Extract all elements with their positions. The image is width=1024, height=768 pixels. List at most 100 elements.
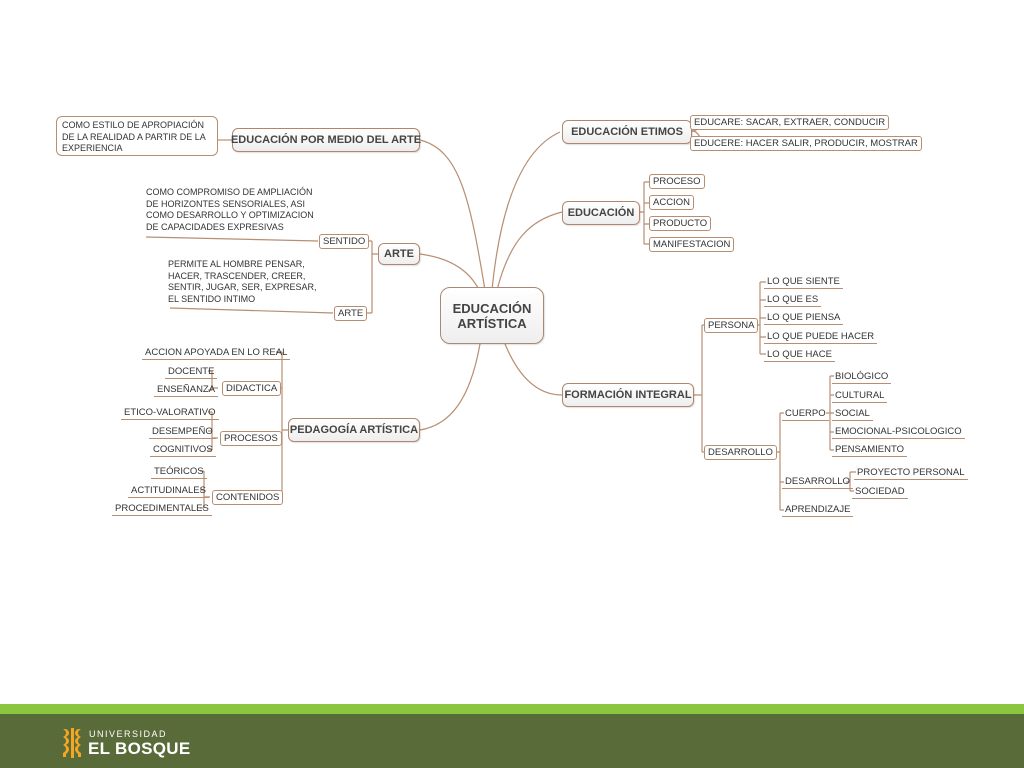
didactica-item-text: DOCENTE bbox=[168, 366, 215, 377]
educacion-item-text: ACCION bbox=[653, 197, 690, 208]
arte-sub-node[interactable]: ARTE bbox=[334, 306, 368, 321]
persona-item-text: LO QUE HACE bbox=[767, 349, 832, 360]
procesos-item[interactable]: DESEMPEÑO bbox=[149, 425, 216, 439]
sentido-note-text: COMO COMPROMISO DE AMPLIACIÓN DE HORIZON… bbox=[146, 187, 314, 232]
cuerpo-item[interactable]: SOCIAL bbox=[832, 407, 873, 421]
medio-arte-node[interactable]: EDUCACIÓN POR MEDIO DEL ARTE bbox=[230, 128, 422, 152]
persona-item[interactable]: LO QUE PUEDE HACER bbox=[764, 330, 878, 344]
cuerpo-item[interactable]: EMOCIONAL-PSICOLOGICO bbox=[832, 425, 965, 439]
educacion-item[interactable]: PRODUCTO bbox=[649, 216, 712, 231]
procesos-item-text: ETICO-VALORATIVO bbox=[124, 407, 216, 418]
procesos-item[interactable]: ETICO-VALORATIVO bbox=[121, 406, 219, 420]
cuerpo-item[interactable]: CULTURAL bbox=[832, 389, 888, 403]
accion-real-item[interactable]: ACCION APOYADA EN LO REAL bbox=[142, 346, 291, 360]
educacion-item[interactable]: MANIFESTACION bbox=[649, 237, 735, 252]
cuerpo-item-text: BIOLÓGICO bbox=[835, 371, 889, 382]
contenidos-item-text: ACTITUDINALES bbox=[131, 485, 206, 496]
contenidos-item[interactable]: TEÓRICOS bbox=[151, 465, 207, 479]
cuerpo-label: CUERPO bbox=[785, 408, 826, 419]
persona-item[interactable]: LO QUE ES bbox=[764, 293, 822, 307]
educacion-item-text: PRODUCTO bbox=[653, 218, 708, 229]
contenidos-item-text: PROCEDIMENTALES bbox=[115, 503, 209, 514]
contenidos-item[interactable]: PROCEDIMENTALES bbox=[112, 502, 212, 516]
persona-item-text: LO QUE PIENSA bbox=[767, 312, 841, 323]
persona-item[interactable]: LO QUE PIENSA bbox=[764, 311, 844, 325]
arte-sub-label: ARTE bbox=[338, 308, 364, 319]
procesos-item-text: DESEMPEÑO bbox=[152, 426, 213, 437]
procesos-node[interactable]: PROCESOS bbox=[220, 431, 282, 446]
procesos-item-text: COGNITIVOS bbox=[153, 444, 213, 455]
etimos-item[interactable]: EDUCARE: SACAR, EXTRAER, CONDUCIR bbox=[690, 115, 890, 130]
sentido-note: COMO COMPROMISO DE AMPLIACIÓN DE HORIZON… bbox=[146, 187, 316, 233]
formacion-label: FORMACIÓN INTEGRAL bbox=[564, 389, 692, 401]
desarrollo-sub-item-text: PROYECTO PERSONAL bbox=[857, 467, 965, 478]
desarrollo-sub-node[interactable]: DESARROLLO bbox=[782, 475, 853, 489]
medio-arte-note: COMO ESTILO DE APROPIACIÓN DE LA REALIDA… bbox=[56, 116, 218, 156]
educacion-item-text: PROCESO bbox=[653, 176, 701, 187]
etimos-item-text: EDUCARE: SACAR, EXTRAER, CONDUCIR bbox=[694, 117, 886, 128]
contenidos-node[interactable]: CONTENIDOS bbox=[212, 490, 284, 505]
logo-name-text: EL BOSQUE bbox=[88, 739, 191, 758]
formacion-node[interactable]: FORMACIÓN INTEGRAL bbox=[562, 383, 694, 407]
cuerpo-node[interactable]: CUERPO bbox=[782, 407, 829, 421]
sentido-node[interactable]: SENTIDO bbox=[319, 234, 370, 249]
persona-item-text: LO QUE ES bbox=[767, 294, 819, 305]
persona-item-text: LO QUE PUEDE HACER bbox=[767, 331, 875, 342]
etimos-label: EDUCACIÓN ETIMOS bbox=[571, 126, 683, 138]
desarrollo-sub-item[interactable]: SOCIEDAD bbox=[852, 485, 908, 499]
desarrollo-label: DESARROLLO bbox=[708, 447, 773, 458]
aprendizaje-label: APRENDIZAJE bbox=[785, 504, 851, 515]
cuerpo-item-text: EMOCIONAL-PSICOLOGICO bbox=[835, 426, 962, 437]
contenidos-item[interactable]: ACTITUDINALES bbox=[128, 484, 209, 498]
contenidos-item-text: TEÓRICOS bbox=[154, 466, 204, 477]
footer-accent-band bbox=[0, 704, 1024, 714]
desarrollo-node[interactable]: DESARROLLO bbox=[704, 445, 777, 460]
arte-label: ARTE bbox=[384, 248, 414, 260]
cuerpo-item[interactable]: PENSAMIENTO bbox=[832, 443, 907, 457]
didactica-item[interactable]: ENSEÑANZA bbox=[154, 383, 219, 397]
didactica-node[interactable]: DIDACTICA bbox=[222, 381, 282, 396]
didactica-item[interactable]: DOCENTE bbox=[165, 365, 218, 379]
didactica-label: DIDACTICA bbox=[226, 383, 278, 394]
didactica-item-text: ENSEÑANZA bbox=[157, 384, 216, 395]
persona-node[interactable]: PERSONA bbox=[704, 318, 759, 333]
educacion-item[interactable]: ACCION bbox=[649, 195, 694, 210]
etimos-item[interactable]: EDUCERE: HACER SALIR, PRODUCIR, MOSTRAR bbox=[690, 136, 922, 151]
etimos-node[interactable]: EDUCACIÓN ETIMOS bbox=[562, 120, 692, 144]
educacion-label: EDUCACIÓN bbox=[567, 207, 635, 219]
desarrollo-sub-label: DESARROLLO bbox=[785, 476, 850, 487]
procesos-label: PROCESOS bbox=[224, 433, 278, 444]
persona-item[interactable]: LO QUE SIENTE bbox=[764, 275, 843, 289]
cuerpo-item-text: PENSAMIENTO bbox=[835, 444, 904, 455]
contenidos-label: CONTENIDOS bbox=[216, 492, 280, 503]
persona-label: PERSONA bbox=[708, 320, 755, 331]
medio-arte-label: EDUCACIÓN POR MEDIO DEL ARTE bbox=[230, 134, 422, 146]
cuerpo-item-text: SOCIAL bbox=[835, 408, 870, 419]
educacion-item-text: MANIFESTACION bbox=[653, 239, 731, 250]
center-label: EDUCACIÓN ARTÍSTICA bbox=[452, 300, 532, 331]
arte-node[interactable]: ARTE bbox=[378, 243, 420, 265]
logo-university-text: UNIVERSIDAD bbox=[89, 729, 168, 739]
pedagogia-label: PEDAGOGÍA ARTÍSTICA bbox=[289, 424, 419, 436]
sentido-label: SENTIDO bbox=[323, 236, 366, 247]
persona-item-text: LO QUE SIENTE bbox=[767, 276, 840, 287]
procesos-item[interactable]: COGNITIVOS bbox=[150, 443, 216, 457]
accion-real-text: ACCION APOYADA EN LO REAL bbox=[145, 347, 288, 358]
center-node[interactable]: EDUCACIÓN ARTÍSTICA bbox=[440, 287, 544, 344]
university-logo-icon bbox=[63, 728, 81, 758]
desarrollo-sub-item-text: SOCIEDAD bbox=[855, 486, 905, 497]
medio-arte-note-text: COMO ESTILO DE APROPIACIÓN DE LA REALIDA… bbox=[62, 120, 206, 153]
footer-band bbox=[0, 714, 1024, 768]
cuerpo-item-text: CULTURAL bbox=[835, 390, 885, 401]
educacion-item[interactable]: PROCESO bbox=[649, 174, 705, 189]
arte-sub-note-text: PERMITE AL HOMBRE PENSAR, HACER, TRASCEN… bbox=[168, 259, 317, 304]
educacion-node[interactable]: EDUCACIÓN bbox=[562, 201, 640, 225]
aprendizaje-node[interactable]: APRENDIZAJE bbox=[782, 503, 854, 517]
cuerpo-item[interactable]: BIOLÓGICO bbox=[832, 370, 892, 384]
arte-sub-note: PERMITE AL HOMBRE PENSAR, HACER, TRASCEN… bbox=[168, 259, 328, 305]
desarrollo-sub-item[interactable]: PROYECTO PERSONAL bbox=[854, 466, 968, 480]
persona-item[interactable]: LO QUE HACE bbox=[764, 348, 835, 362]
pedagogia-node[interactable]: PEDAGOGÍA ARTÍSTICA bbox=[288, 418, 420, 442]
etimos-item-text: EDUCERE: HACER SALIR, PRODUCIR, MOSTRAR bbox=[694, 138, 918, 149]
